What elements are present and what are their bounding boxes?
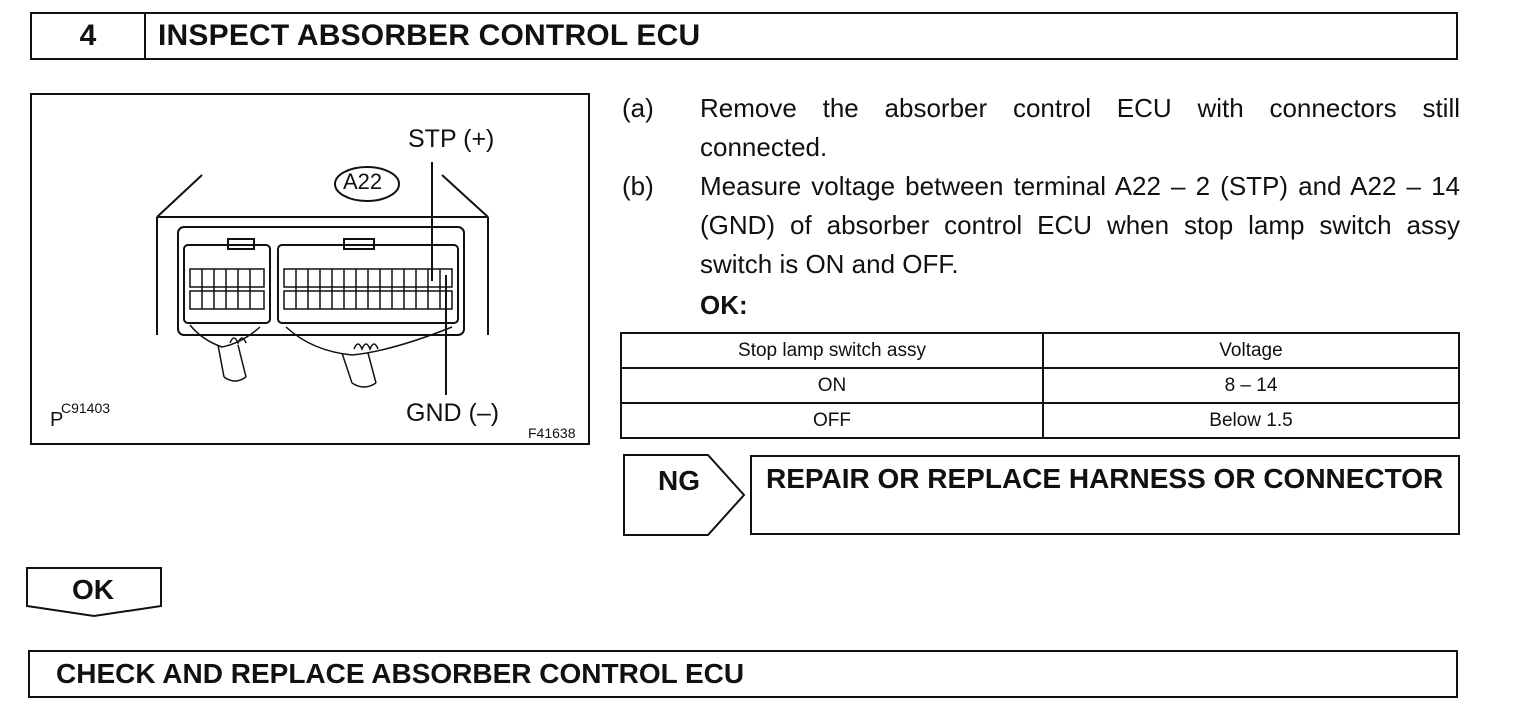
gnd-terminal-label: GND (–) — [406, 399, 500, 427]
final-action-box: CHECK AND REPLACE ABSORBER CONTROL ECU — [28, 650, 1458, 698]
connector-id-label: A22 — [343, 169, 383, 194]
table-cell: Below 1.5 — [1042, 402, 1460, 439]
ok-criteria-label: OK: — [700, 290, 748, 320]
ok-flow-label: OK — [72, 574, 114, 605]
instruction-b-label: (b) — [622, 171, 654, 201]
instruction-a-label: (a) — [622, 93, 654, 123]
step-header: 4 INSPECT ABSORBER CONTROL ECU — [30, 12, 1458, 60]
step-number: 4 — [32, 14, 146, 58]
step-title: INSPECT ABSORBER CONTROL ECU — [158, 19, 701, 52]
voltage-spec-table: Stop lamp switch assy Voltage ON 8 – 14 … — [620, 332, 1460, 439]
table-cell: 8 – 14 — [1042, 367, 1460, 404]
figure-prefix: P — [50, 409, 64, 431]
ok-flow-arrow — [26, 567, 162, 618]
figure-code-left: C91403 — [61, 400, 111, 416]
table-row: OFF Below 1.5 — [620, 402, 1460, 439]
table-header-row: Stop lamp switch assy Voltage — [620, 332, 1460, 369]
figure-code-right: F41638 — [528, 425, 576, 441]
table-cell: ON — [620, 367, 1044, 404]
instruction-a-text: Remove the absorber control ECU with con… — [700, 93, 1460, 162]
table-header: Stop lamp switch assy — [620, 332, 1044, 369]
final-action-text: CHECK AND REPLACE ABSORBER CONTROL ECU — [56, 658, 745, 689]
table-header: Voltage — [1042, 332, 1460, 369]
instruction-b-text: Measure voltage between terminal A22 – 2… — [700, 171, 1460, 279]
ng-action-text: REPAIR OR REPLACE HARNESS OR CONNECTOR — [766, 463, 1444, 494]
ng-action-box: REPAIR OR REPLACE HARNESS OR CONNECTOR — [750, 455, 1460, 535]
ng-label: NG — [658, 465, 700, 496]
ecu-connector-drawing — [156, 162, 489, 395]
table-cell: OFF — [620, 402, 1044, 439]
ng-arrow — [623, 454, 746, 536]
table-row: ON 8 – 14 — [620, 367, 1460, 404]
stp-terminal-label: STP (+) — [408, 125, 495, 153]
connector-figure: STP (+) A22 GND (–) P C91403 F41638 — [30, 93, 590, 445]
